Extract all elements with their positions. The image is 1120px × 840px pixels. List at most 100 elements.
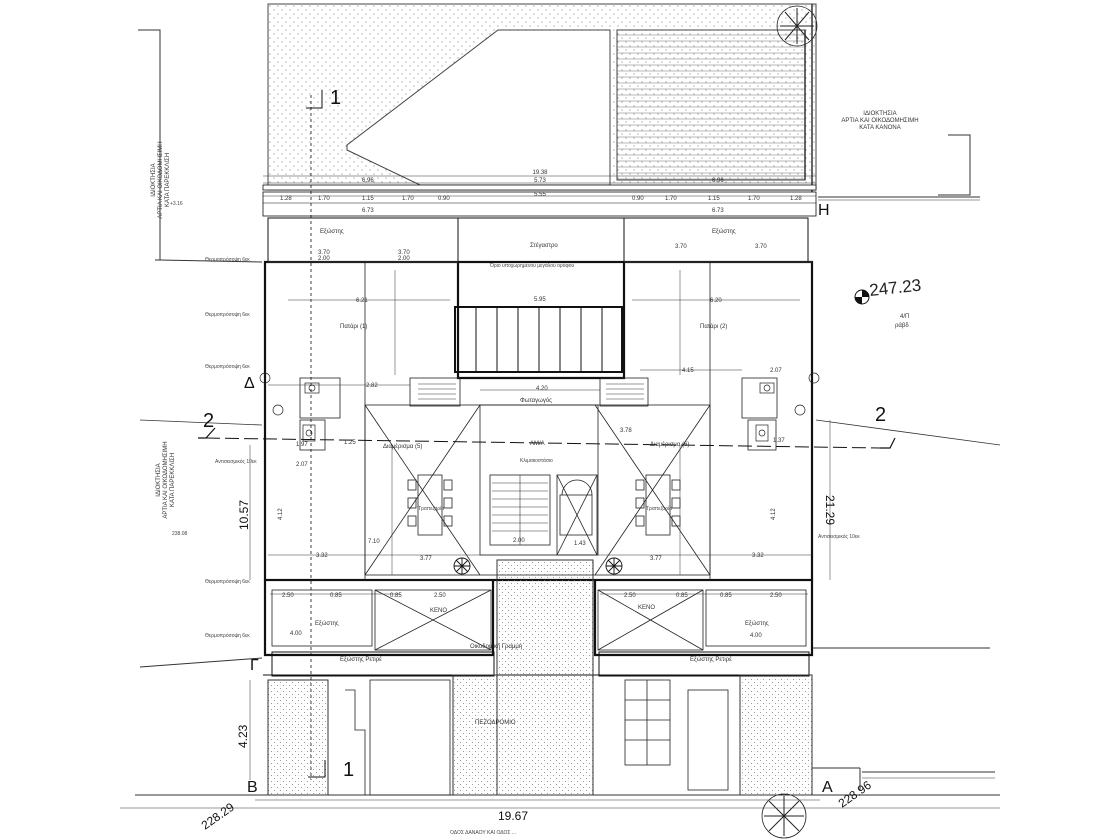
section-line-2 — [198, 427, 896, 449]
dim-core-5-95: 5.95 — [534, 297, 546, 303]
elevation-bottom-left: 228.29 — [199, 800, 237, 833]
dim-4-12-r: 4.12 — [771, 508, 777, 520]
dim-4-15: 4.15 — [682, 368, 694, 374]
room-living-left: Διαμέρισμα (5) — [383, 443, 422, 450]
dim-row2c: 6.96 — [712, 178, 724, 184]
dim-right-1-70: 1.70 — [665, 196, 677, 202]
note-thermo-4: Θερμοπρόσοψη 6εκ — [205, 578, 250, 585]
room-building-line: Οικοδομική Γραμμή — [470, 643, 522, 650]
dim-4-12-l: 4.12 — [278, 508, 284, 520]
dim-mid-1-70: 1.70 — [402, 196, 414, 202]
dim-0-85-l-b: 0.85 — [390, 593, 402, 599]
dim-3-70-b: 3.70 — [398, 250, 410, 256]
stair-treads — [418, 383, 644, 545]
note-insul-right: Αντισεισμικός 10εκ — [818, 533, 860, 540]
site-boundary — [120, 29, 1001, 809]
dim-3-32-r: 3.32 — [752, 553, 764, 559]
room-sidewalk: ΠΕΖΟΔΡΟΜΙΟ — [475, 720, 516, 726]
neighbor-note-left-top-3: ΚΑΤΑ ΠΑΡΕΚΚΛΙΣΗ — [165, 153, 171, 207]
dim-row2a: 6.96 — [362, 178, 374, 184]
section-mark-1-top: 1 — [330, 87, 341, 109]
room-dining-right: Τραπεζαρία — [646, 506, 672, 512]
room-balcony-right: Εξώστης — [712, 229, 736, 235]
room-canopy: Στέγαστρο — [530, 242, 558, 249]
elevation-marker-icon — [854, 289, 870, 305]
corner-label-h: Η — [818, 202, 830, 219]
room-balcony-bottom-right: Εξώστης — [745, 621, 769, 627]
dim-right-6-73: 6.73 — [712, 208, 724, 214]
elevation-left-small-top: +3.16 — [170, 201, 183, 207]
tree-symbol-bottom — [761, 793, 807, 839]
top-courtyard — [267, 3, 817, 195]
neighbor-note-left-top-2: ΑΡΤΙΑ ΚΑΙ ΟΙΚΟΔΟΜΗΣΙΜΗ — [158, 141, 164, 218]
dim-2-50-l-a: 2.50 — [282, 593, 294, 599]
elevation-main: 247.23 — [868, 276, 922, 300]
room-void-right: ΚΕΝΟ — [638, 605, 655, 611]
neighbor-note-left-mid-1: ΙΔΙΟΚΤΗΣΙΑ — [156, 463, 162, 496]
dim-room-r-width: 6.20 — [710, 298, 722, 304]
dim-left-1-70: 1.70 — [318, 196, 330, 202]
dim-2-00: 2.00 — [513, 538, 525, 544]
dim-3-70-d: 3.70 — [755, 244, 767, 250]
dim-2-07-r: 2.07 — [770, 368, 782, 374]
ground-lot-left — [267, 679, 329, 796]
dim-left-6-73: 6.73 — [362, 208, 374, 214]
bathroom-fixtures — [259, 372, 820, 442]
elevation-bottom-right: 228.96 — [836, 778, 874, 811]
elevation-main-sub2: ράβδ — [895, 322, 909, 329]
dim-3-70-a: 3.70 — [318, 250, 330, 256]
dim-left-1-28: 1.28 — [280, 196, 292, 202]
dim-1-25: 1.25 — [344, 440, 356, 446]
room-void-left: ΚΕΝΟ — [430, 608, 447, 614]
room-lift: ΑΜ/Α — [530, 441, 545, 447]
note-street: ΟΔΟΣ ΔΑΝΑΟΥ ΚΑΙ ΟΔΟΣ ... — [450, 830, 516, 836]
dim-right-0-90: 0.90 — [632, 196, 644, 202]
note-thermo-3: Θερμοπρόσοψη 6εκ — [205, 363, 250, 370]
dim-right-1-70b: 1.70 — [748, 196, 760, 202]
neighbor-note-left-mid-2: ΑΡΤΙΑ ΚΑΙ ΟΙΚΟΔΟΜΗΣΙΜΗ — [163, 441, 169, 518]
tree-symbol-top — [776, 5, 818, 47]
room-living-right: Διαμέρισμα (6) — [650, 441, 689, 448]
dim-2-00-b: 2.00 — [398, 256, 410, 262]
dim-3-70-c: 3.70 — [675, 244, 687, 250]
dim-4-00-r: 4.00 — [750, 633, 762, 639]
elevation-left-small-mid: 238.08 — [172, 531, 188, 537]
room-roof-left: Εξώστης Ρετιρέ — [340, 656, 382, 663]
dim-left-1-15: 1.15 — [362, 196, 374, 202]
dim-row2b: 5.73 — [534, 178, 546, 184]
dining-table-left — [407, 474, 453, 536]
dim-0-85-l-a: 0.85 — [330, 593, 342, 599]
room-balcony-left: Εξώστης — [320, 229, 344, 235]
dim-2-50-r-b: 2.50 — [770, 593, 782, 599]
room-roof-right: Εξώστης Ρετιρέ — [690, 656, 732, 663]
note-thermo-2: Θερμοπρόσοψη 6εκ — [205, 311, 250, 318]
corner-label-a: Α — [822, 779, 833, 796]
dim-4-00-l: 4.00 — [290, 631, 302, 637]
dim-2-50-r-a: 2.50 — [624, 593, 636, 599]
dim-3-77-r: 3.77 — [650, 556, 662, 562]
note-thermo-1: Θερμοπρόσοψη 6εκ — [205, 256, 250, 263]
room-lobby: Φωταγωγός — [520, 397, 552, 404]
dim-1-97: 1.97 — [296, 442, 308, 448]
section-mark-2-right: 2 — [875, 404, 886, 426]
dim-0-85-r-b: 0.85 — [720, 593, 732, 599]
dim-2-07-l: 2.07 — [296, 462, 308, 468]
neighbor-note-top-right-3: ΚΑΤΑ ΚΑΝΟΝΑ — [859, 125, 900, 131]
dim-7-10: 7.10 — [368, 539, 380, 545]
section-mark-1-bottom: 1 — [343, 759, 354, 781]
dim-row3: 5.55 — [534, 192, 546, 198]
neighbor-note-left-mid-3: ΚΑΤΑ ΠΑΡΕΚΚΛΙΣΗ — [170, 453, 176, 507]
dim-mid-0-90: 0.90 — [438, 196, 450, 202]
corner-label-b: Β — [247, 779, 258, 796]
room-stair: Κλιμακοστάσιο — [520, 457, 553, 464]
ground-lot-right — [739, 674, 813, 796]
dim-left-depth: 10.57 — [237, 500, 251, 530]
dim-1-37: 1.37 — [773, 438, 785, 444]
dim-1-43: 1.43 — [574, 541, 586, 547]
note-thermo-5: Θερμοπρόσοψη 6εκ — [205, 632, 250, 639]
dim-2-50-l-b: 2.50 — [434, 593, 446, 599]
entrance-passage — [496, 559, 594, 796]
dim-right-1-15: 1.15 — [708, 196, 720, 202]
elevation-main-sub1: 4/Π — [900, 314, 909, 320]
